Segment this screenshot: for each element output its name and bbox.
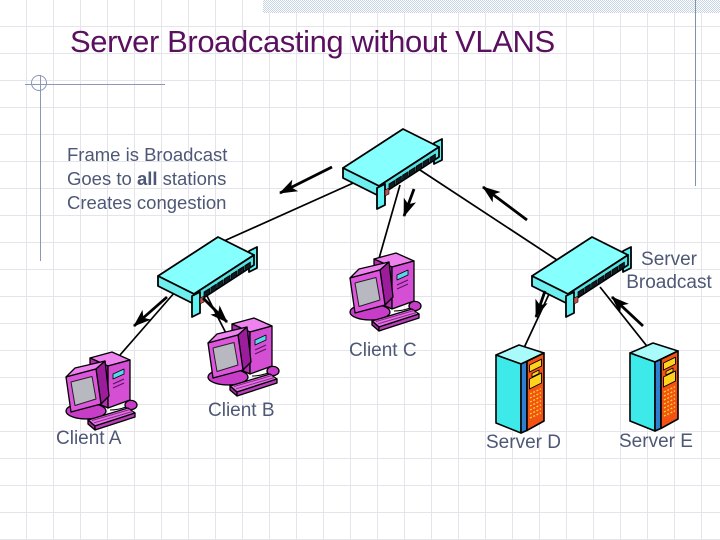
broadcast-arrows (133, 165, 644, 328)
broadcast-arrow-down-icon (402, 188, 416, 217)
top-accent-strip (263, 0, 720, 13)
broadcast-arrow-clienta-icon (133, 295, 168, 328)
client-c-label: Client C (349, 340, 417, 361)
bullet-line-3: Creates congestion (67, 192, 227, 213)
server-broadcast-line-1: Server (641, 249, 697, 270)
link-topswitch-leftswitch (214, 179, 361, 246)
server-d-tower-icon (495, 344, 545, 434)
broadcast-arrow-into-rightswitch-icon (611, 295, 644, 328)
right-border-line (695, 0, 696, 186)
client-a-label: Client A (56, 428, 122, 449)
broadcast-arrow-clientb-icon (202, 297, 228, 323)
link-leftswitch-clienta (119, 291, 176, 356)
link-topswitch-rightswitch (419, 169, 561, 263)
server-e-tower-icon (629, 342, 679, 432)
bullet-line-2-suffix: stations (157, 168, 227, 189)
server-broadcast-annotation: Server Broadcast (616, 249, 720, 294)
switch-top-icon (342, 128, 443, 210)
server-d-label: Server D (486, 432, 561, 453)
client-c-computer-icon (349, 252, 422, 332)
broadcast-arrow-into-topswitch-icon (482, 185, 528, 222)
link-topswitch-clientc (377, 184, 401, 263)
switch-left-icon (157, 236, 258, 318)
bullet-text-block: Frame is Broadcast Goes to all stations … (67, 143, 227, 215)
ornament-circle-icon (31, 75, 47, 91)
broadcast-arrow-serverd-icon (534, 290, 548, 318)
bullet-line-2-prefix: Goes to (67, 168, 137, 189)
bullet-line-2-bold: all (136, 168, 158, 189)
ornament-vertical-line (40, 75, 41, 261)
broadcast-arrow-left-icon (279, 165, 333, 195)
client-b-computer-icon (207, 317, 280, 397)
bullet-line-1: Frame is Broadcast (67, 144, 228, 165)
bullet-line-2: Goes to all stations (67, 167, 227, 191)
client-a-computer-icon (65, 351, 138, 431)
ornament-horizontal-line (25, 84, 165, 85)
client-b-label: Client B (208, 400, 275, 421)
link-rightswitch-servere (599, 286, 651, 351)
slide-title: Server Broadcasting without VLANS (70, 24, 555, 59)
link-rightswitch-serverd (522, 291, 551, 351)
server-broadcast-line-2: Broadcast (626, 271, 712, 293)
server-e-label: Server E (619, 431, 693, 452)
